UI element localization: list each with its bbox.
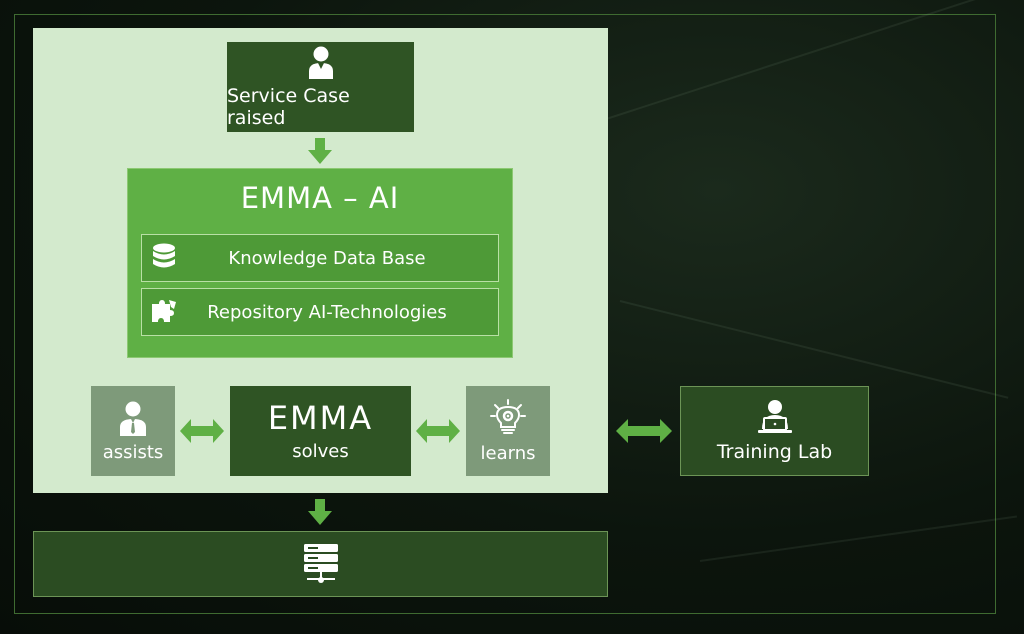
outer-frame xyxy=(14,14,996,614)
double-arrow xyxy=(416,419,460,443)
repository-ai-box: Repository AI-Technologies xyxy=(141,288,499,336)
emma-ai-title: EMMA – AI xyxy=(240,181,400,215)
puzzle-icon xyxy=(152,300,176,322)
double-arrow xyxy=(616,419,672,443)
assists-box: assists xyxy=(91,386,175,476)
repository-ai-label: Repository AI-Technologies xyxy=(207,301,447,323)
learns-box: learns xyxy=(466,386,550,476)
double-arrow xyxy=(180,419,224,443)
server-bar xyxy=(33,531,608,597)
service-case-box: Service Case raised xyxy=(227,42,414,132)
training-lab-box: Training Lab xyxy=(680,386,869,476)
learns-label: learns xyxy=(480,442,536,464)
solves-label: solves xyxy=(292,440,349,462)
agent-icon xyxy=(120,401,146,436)
person-icon xyxy=(308,46,333,79)
arrow-down xyxy=(308,138,332,164)
emma-solves-box: EMMA solves xyxy=(230,386,411,476)
server-icon xyxy=(303,544,338,583)
knowledge-data-base-box: Knowledge Data Base xyxy=(141,234,499,282)
arrow-down xyxy=(308,499,332,525)
laptop-user-icon xyxy=(757,400,792,433)
service-case-label: Service Case raised xyxy=(227,85,350,129)
assists-label: assists xyxy=(102,441,164,463)
lightbulb-gear-icon xyxy=(490,398,526,434)
knowledge-data-base-label: Knowledge Data Base xyxy=(228,247,426,269)
emma-title: EMMA xyxy=(267,398,374,437)
training-lab-label: Training Lab xyxy=(716,441,833,463)
database-icon xyxy=(153,243,175,268)
